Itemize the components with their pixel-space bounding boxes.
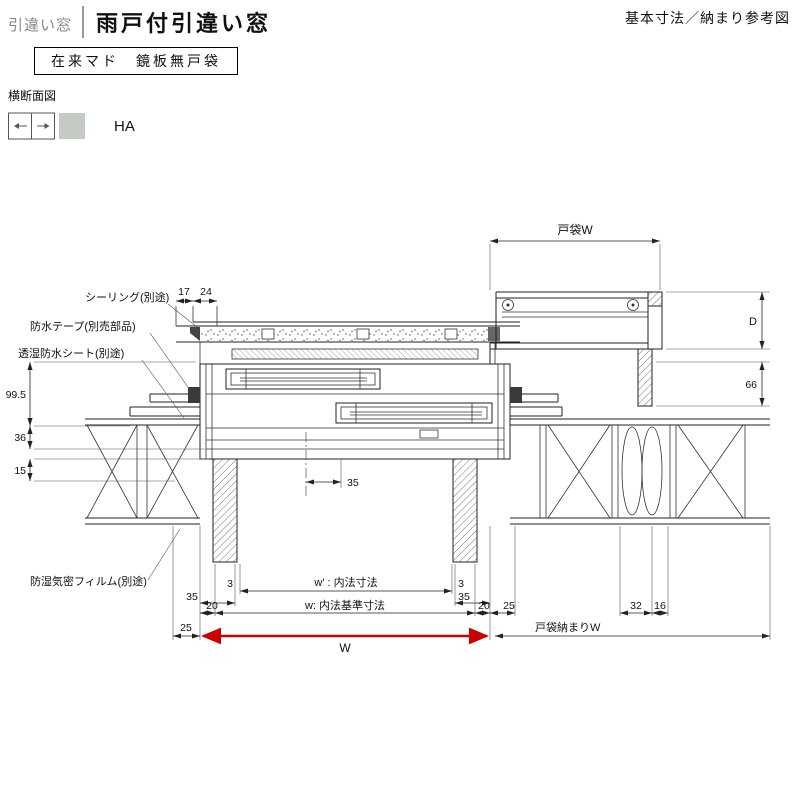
dim-17: 17 (178, 286, 190, 298)
dim-tobukuro-w: 戸袋W (489, 223, 661, 290)
sliding-panel-inner (335, 402, 493, 424)
view-label: 横断面図 (8, 89, 57, 103)
dim-24: 24 (200, 286, 212, 298)
left-post (212, 458, 238, 563)
dim-16: 16 (654, 600, 666, 612)
shutter-box-side-post (637, 348, 653, 407)
sealing-bead (190, 327, 200, 341)
page-header: 引違い窓 雨戸付引違い窓 基本寸法／納まり参考図 在来マド 鏡板無戸袋 横断面図… (0, 0, 800, 140)
dim-35-mid: 35 (347, 477, 359, 489)
window-type-icon (8, 112, 85, 140)
d-label: D (749, 316, 757, 328)
w-inner-label: w' : 内法寸法 (313, 575, 377, 589)
vent-layer (231, 348, 479, 360)
moisture-film-label: 防湿気密フィルム(別途) (30, 574, 147, 588)
dim-35-left: 35 (186, 591, 198, 603)
type-code: HA (114, 117, 135, 135)
dim-32: 32 (630, 600, 642, 612)
title-row: 引違い窓 雨戸付引違い窓 基本寸法／納まり参考図 (8, 6, 790, 38)
dim-3-left: 3 (227, 578, 233, 590)
w-std-label: w: 内法基準寸法 (304, 598, 385, 612)
dim-99-5: 99.5 (6, 389, 27, 401)
dims-left: 99.5 36 15 (6, 361, 210, 482)
dim-3-right: 3 (458, 578, 464, 590)
title-divider (82, 6, 85, 38)
dim-15: 15 (14, 465, 26, 477)
exterior-finish-band (175, 306, 520, 364)
sealing-label: シーリング(別途) (85, 290, 169, 304)
waterproof-tape-left (188, 387, 200, 403)
dim-top-offsets: 17 24 (176, 286, 217, 304)
moisture-sheet-label: 透湿防水シート(別途) (18, 346, 124, 360)
dim-20-right: 20 (478, 600, 490, 612)
shutter-box-end-cap (647, 291, 663, 307)
left-wall-section (85, 418, 200, 525)
component-labels: シーリング(別途) 防水テープ(別売部品) 透湿防水シート(別途) 防湿気密フィ… (18, 290, 198, 588)
right-post (452, 458, 478, 563)
cross-section-drawing: シーリング(別途) 防水テープ(別売部品) 透湿防水シート(別途) 防湿気密フィ… (6, 223, 771, 655)
dim-35-middle: 35 (306, 459, 359, 489)
w-label: W (339, 641, 351, 655)
sealing-bead-right (488, 327, 500, 341)
dim-35-right: 35 (458, 591, 470, 603)
waterproof-tape-right (510, 387, 522, 403)
dim-20-left: 20 (206, 600, 218, 612)
dim-d: D (666, 291, 770, 350)
structural-posts (212, 458, 478, 563)
waterproof-tape-label: 防水テープ(別売部品) (30, 319, 136, 333)
dims-bottom: 3 w' : 内法寸法 3 35 35 20 w: 内法基準寸法 20 25 3… (172, 526, 771, 655)
tobukuro-w-label: 戸袋W (557, 223, 593, 237)
corner-note: 基本寸法／納まり参考図 (625, 10, 790, 26)
window-category-label: 引違い窓 (8, 17, 73, 34)
dim-25-left: 25 (180, 622, 192, 634)
window-frame (129, 363, 563, 460)
tobukuro-osamari-label: 戸袋納まりW (535, 620, 601, 634)
crescent-lock (419, 429, 439, 439)
dim-66: 66 (745, 379, 757, 391)
shutter-box-symbol (59, 113, 85, 139)
dim-25-right: 25 (503, 600, 515, 612)
page-title: 雨戸付引違い窓 (96, 11, 272, 36)
sliding-panel-outer (225, 368, 381, 390)
type-icon-row: HA (8, 112, 790, 140)
shutter-box (489, 291, 663, 407)
spec-box: 在来マド 鏡板無戸袋 (34, 47, 238, 75)
right-wall-section (510, 418, 770, 525)
screw-icon (502, 299, 514, 311)
dim-66: 66 (656, 361, 770, 407)
dim-36: 36 (14, 432, 26, 444)
screw-icon (627, 299, 639, 311)
